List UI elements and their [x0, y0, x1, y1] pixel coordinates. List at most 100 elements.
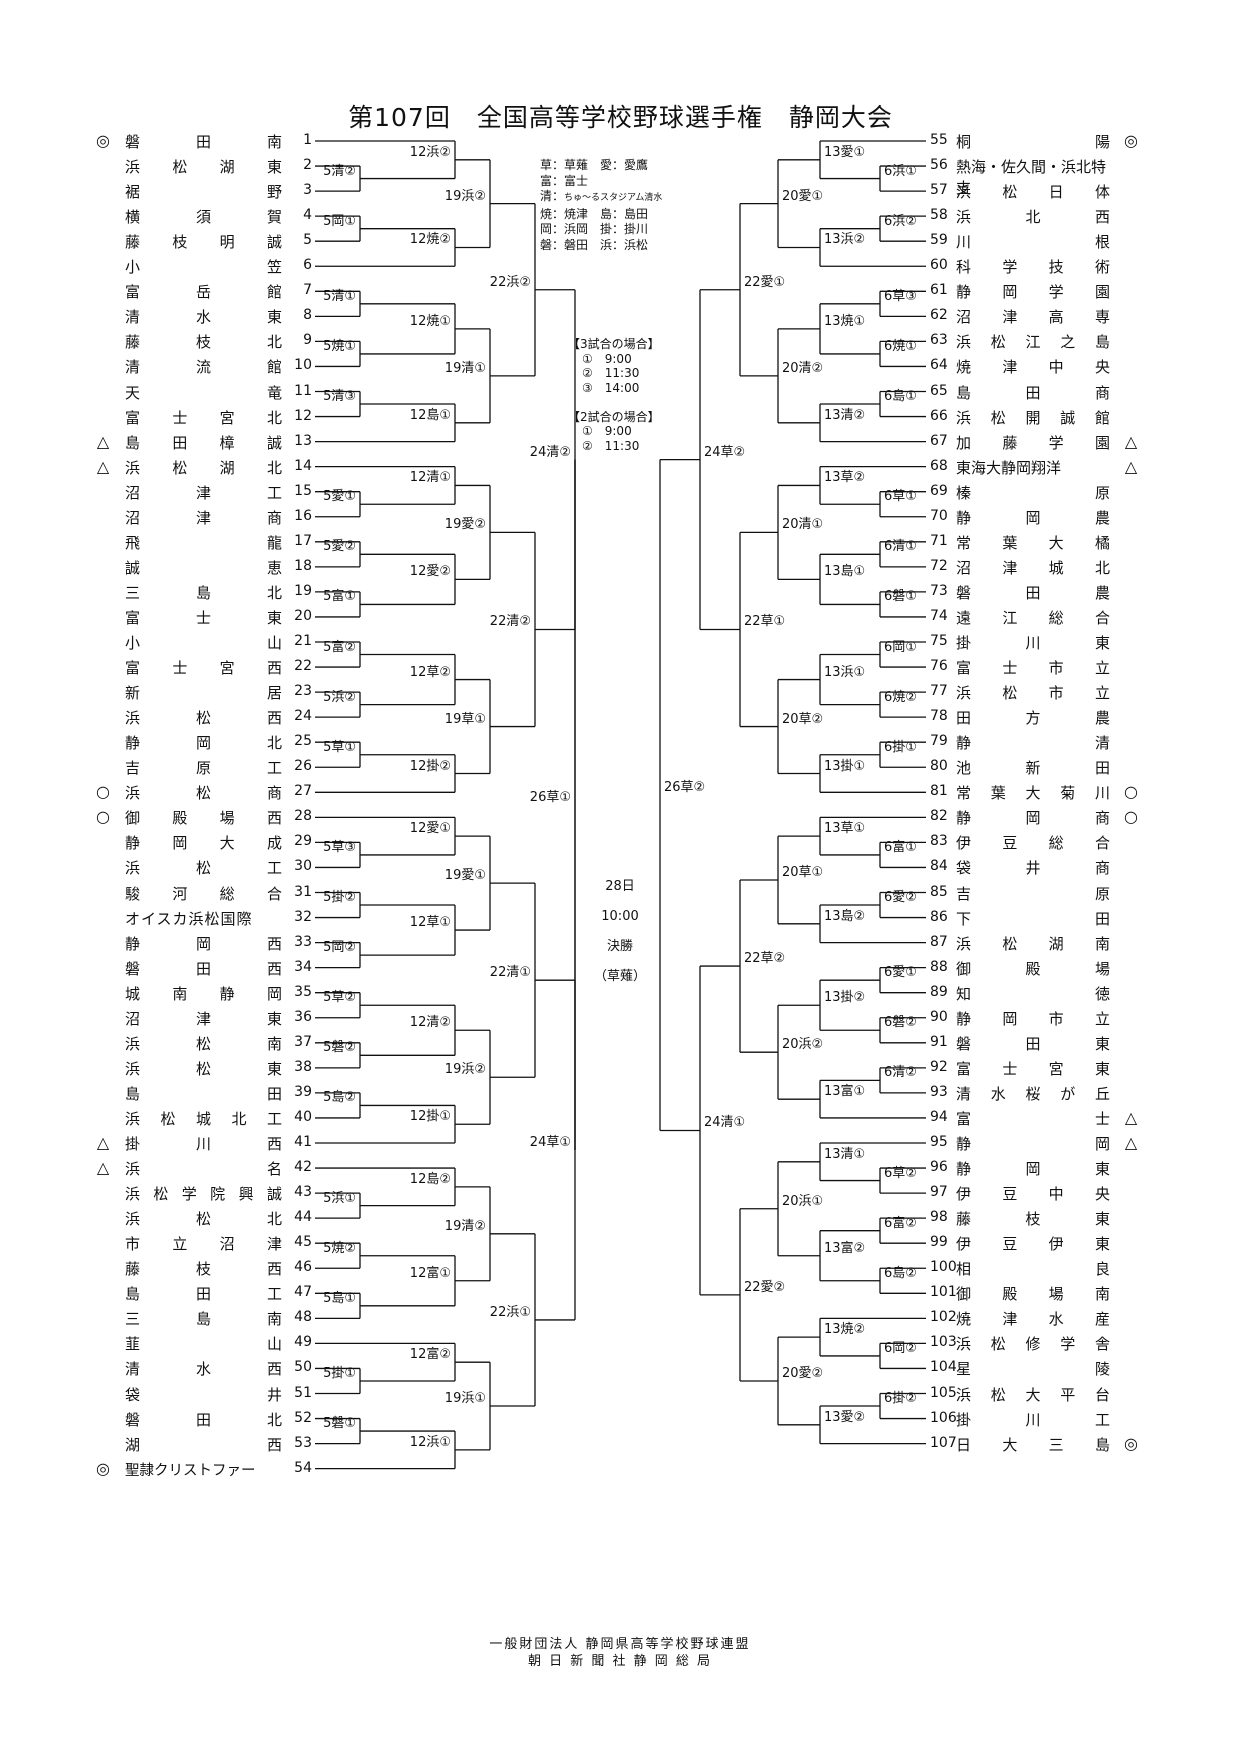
game-label: 12愛① — [409, 821, 451, 837]
game-label: 6島① — [884, 389, 917, 405]
team-name: 清水西 — [125, 1360, 282, 1379]
game-label: 13浜① — [824, 664, 866, 680]
team-number: 46 — [294, 1259, 312, 1276]
team-number: 25 — [294, 733, 312, 750]
team-name: 新居 — [125, 684, 282, 703]
seed-mark: ○ — [96, 807, 110, 827]
team-number: 16 — [294, 507, 312, 524]
game-label: 5草① — [323, 739, 356, 755]
game-label: 12富① — [409, 1265, 451, 1281]
team-name: 伊豆中央 — [956, 1185, 1110, 1204]
game-label: 13清② — [824, 407, 866, 423]
game-label: 5焼① — [323, 338, 356, 354]
team-name: 三島南 — [125, 1310, 282, 1329]
times-line: ③ 14:00 — [582, 380, 640, 395]
times-line — [568, 395, 660, 410]
team-name: 浜松北 — [125, 1210, 282, 1229]
team-name: 藤枝北 — [125, 333, 282, 352]
game-label: 22草① — [744, 614, 786, 630]
team-name: 静岡東 — [956, 1160, 1110, 1179]
team-name: 遠江総合 — [956, 608, 1110, 627]
team-number: 22 — [294, 658, 312, 675]
team-number: 105 — [930, 1384, 957, 1401]
team-name: 島田商 — [956, 383, 1110, 402]
game-label: 12焼② — [409, 232, 451, 248]
team-name: 藤枝西 — [125, 1260, 282, 1279]
team-number: 33 — [294, 933, 312, 950]
team-number: 71 — [930, 532, 948, 549]
team-number: 2 — [303, 157, 312, 174]
team-number: 65 — [930, 382, 948, 399]
game-label: 5磐② — [323, 1040, 356, 1056]
team-name: 清流館 — [125, 358, 282, 377]
times-line: 【3試合の場合】 — [568, 337, 660, 351]
team-number: 83 — [930, 833, 948, 850]
team-name: 城南静岡 — [125, 984, 282, 1003]
game-label: 5富② — [323, 639, 356, 655]
venue-legend: 草：草薙 愛：愛鷹 富：富士 清：ちゅ～るスタジアム清水 焼：焼津 島：島田 岡… — [540, 158, 662, 253]
game-label: 6清① — [884, 539, 917, 555]
game-label: 12掛② — [409, 758, 451, 774]
game-label: 12清① — [409, 470, 451, 486]
game-label: 20草② — [782, 711, 824, 727]
game-label: 19愛① — [444, 868, 486, 884]
footer-org: 一般財団法人 静岡県高等学校野球連盟 — [489, 1637, 751, 1652]
team-number: 28 — [294, 808, 312, 825]
team-number: 87 — [930, 933, 948, 950]
team-name: 川根 — [956, 233, 1110, 252]
team-number: 45 — [294, 1234, 312, 1251]
team-name: 富士東 — [125, 608, 282, 627]
team-name: 静岡商 — [956, 809, 1110, 828]
times-line: 【2試合の場合】 — [568, 409, 660, 424]
seed-mark: △ — [96, 431, 110, 451]
team-number: 21 — [294, 633, 312, 649]
game-label: 6草① — [884, 489, 917, 505]
game-label: 13掛② — [824, 990, 866, 1006]
game-label: 24草② — [704, 444, 746, 460]
game-label: 13愛① — [824, 144, 866, 160]
game-label: 20清② — [782, 360, 824, 376]
team-number: 96 — [930, 1159, 948, 1176]
team-number: 40 — [294, 1108, 312, 1125]
final-info: 28日 10:00 決勝 （草薙） — [585, 872, 655, 992]
team-name: 浜松大平台 — [956, 1385, 1110, 1404]
times-line: ① 9:00 — [582, 424, 632, 438]
team-name: 常葉大橘 — [956, 533, 1110, 552]
game-label: 6岡① — [884, 639, 917, 655]
team-number: 32 — [294, 908, 312, 925]
team-name: 静岡西 — [125, 934, 282, 953]
game-label: 5磐① — [323, 1416, 356, 1432]
game-label: 22草② — [744, 951, 786, 967]
team-number: 56 — [930, 157, 948, 174]
game-label: 13愛② — [824, 1409, 866, 1425]
legend-line: 岡：浜岡 掛：掛川 — [540, 222, 649, 236]
team-name: 日大三島 — [956, 1435, 1110, 1454]
game-label: 5掛① — [323, 1365, 356, 1381]
team-name: 浜松城北工 — [125, 1109, 282, 1128]
team-number: 77 — [930, 683, 948, 700]
game-label: 13草② — [824, 470, 866, 486]
team-name: 伊豆伊東 — [956, 1235, 1110, 1254]
team-name: 榛原 — [956, 483, 1110, 502]
team-number: 89 — [930, 983, 948, 1000]
team-name: 浜松湖北 — [125, 458, 282, 477]
team-name: 焼津水産 — [956, 1310, 1110, 1329]
team-number: 42 — [294, 1159, 312, 1176]
game-label: 22清② — [489, 614, 531, 630]
team-name: 浜松修学舎 — [956, 1335, 1110, 1354]
seed-mark: ◎ — [1124, 1433, 1138, 1453]
game-label: 19清② — [444, 1218, 486, 1234]
game-label: 22清① — [489, 965, 531, 981]
team-name: 富士宮北 — [125, 408, 282, 427]
team-number: 91 — [930, 1033, 948, 1050]
team-number: 39 — [294, 1083, 312, 1100]
game-label: 24清② — [529, 444, 571, 460]
game-label: 5愛① — [323, 489, 356, 505]
legend-key: 清： — [540, 189, 565, 203]
team-number: 47 — [294, 1284, 312, 1301]
team-name: 富士宮西 — [125, 659, 282, 678]
game-label: 5草② — [323, 990, 356, 1006]
team-name: 星陵 — [956, 1360, 1110, 1379]
team-number: 107 — [930, 1434, 957, 1451]
team-number: 80 — [930, 758, 948, 775]
